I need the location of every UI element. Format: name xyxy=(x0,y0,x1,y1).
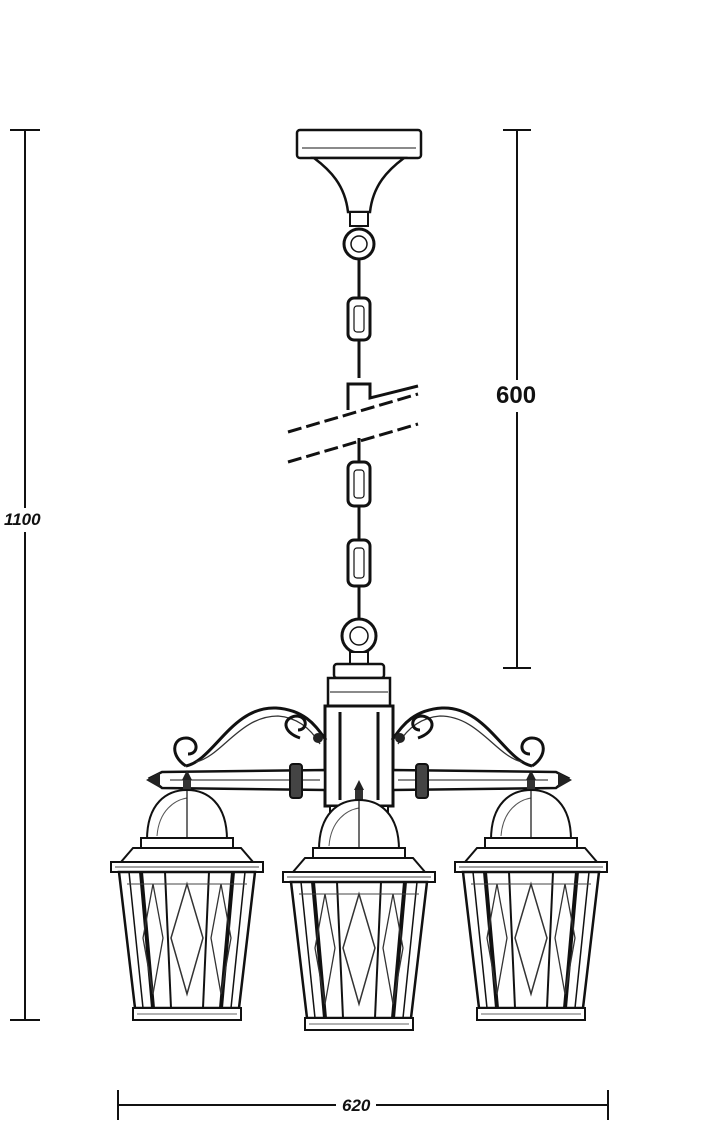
lantern-right xyxy=(453,768,609,1022)
height-dimension-line xyxy=(10,129,40,1021)
overall-height-label: 1100 xyxy=(2,508,43,532)
lantern-center xyxy=(281,778,437,1032)
overall-width-label: 620 xyxy=(336,1094,377,1118)
chain-break-marks xyxy=(287,392,419,464)
chain-drop-label: 600 xyxy=(492,380,541,412)
chandelier-arms xyxy=(146,706,572,799)
lantern-left xyxy=(109,768,265,1022)
ceiling-canopy xyxy=(295,128,423,227)
chain xyxy=(340,227,419,655)
